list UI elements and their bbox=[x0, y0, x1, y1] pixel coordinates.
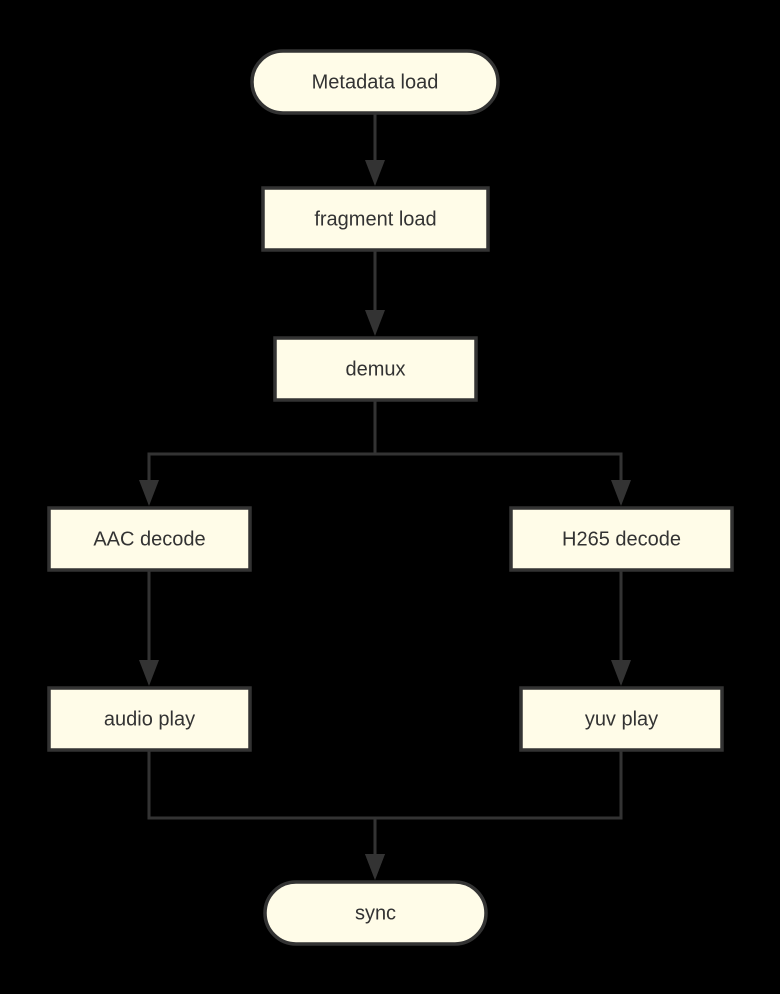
arrowhead-icon bbox=[611, 660, 631, 686]
node-fragment_load[interactable]: fragment load bbox=[261, 186, 490, 252]
edge-metadata_load-to-fragment_load bbox=[365, 113, 385, 186]
node-demux[interactable]: demux bbox=[273, 336, 478, 402]
node-yuv_play[interactable]: yuv play bbox=[519, 686, 724, 752]
node-shape-rect[interactable] bbox=[273, 336, 478, 402]
node-shape-rect[interactable] bbox=[47, 506, 252, 572]
node-metadata_load[interactable]: Metadata load bbox=[250, 49, 500, 115]
node-shape-stadium[interactable] bbox=[263, 880, 488, 946]
arrowhead-icon bbox=[139, 660, 159, 686]
edges-layer bbox=[139, 113, 631, 880]
node-aac_decode[interactable]: AAC decode bbox=[47, 506, 252, 572]
edge-yuv_play-to-sync bbox=[365, 750, 623, 880]
node-shape-stadium[interactable] bbox=[250, 49, 500, 115]
edge-aac_decode-to-audio_play bbox=[139, 570, 159, 686]
arrowhead-icon bbox=[365, 310, 385, 336]
node-sync[interactable]: sync bbox=[263, 880, 488, 946]
node-audio_play[interactable]: audio play bbox=[47, 686, 252, 752]
edge-line bbox=[373, 750, 623, 854]
node-shape-rect[interactable] bbox=[509, 506, 734, 572]
arrowhead-icon bbox=[365, 854, 385, 880]
arrowhead-icon bbox=[611, 480, 631, 506]
node-shape-rect[interactable] bbox=[519, 686, 724, 752]
edge-demux-to-h265_decode bbox=[373, 400, 631, 506]
node-h265_decode[interactable]: H265 decode bbox=[509, 506, 734, 572]
edge-fragment_load-to-demux bbox=[365, 250, 385, 336]
edge-h265_decode-to-yuv_play bbox=[611, 570, 631, 686]
arrowhead-icon bbox=[365, 160, 385, 186]
edge-line bbox=[373, 400, 623, 480]
arrowhead-icon bbox=[139, 480, 159, 506]
node-shape-rect[interactable] bbox=[47, 686, 252, 752]
node-shape-rect[interactable] bbox=[261, 186, 490, 252]
